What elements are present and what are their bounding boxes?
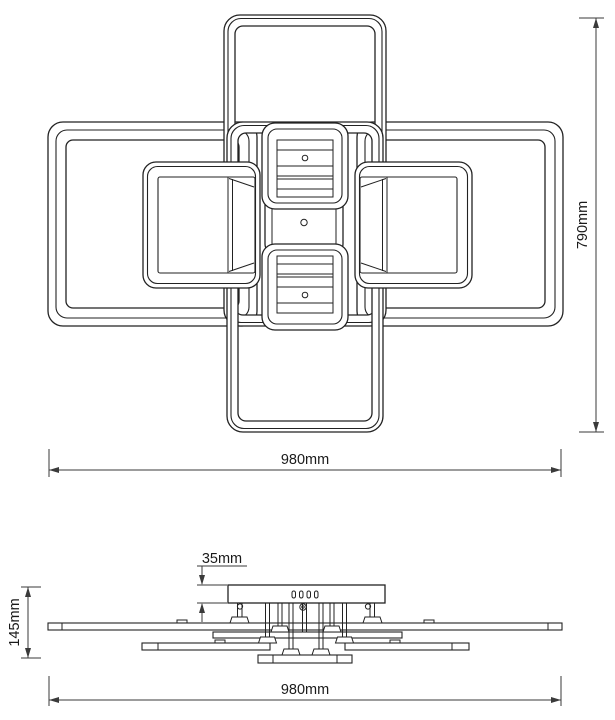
center-hub — [261, 122, 349, 331]
bar-connector-tab — [423, 619, 435, 624]
rod-foot — [229, 616, 250, 624]
frame-top-vertical — [223, 14, 387, 327]
hub-screw-hole — [301, 291, 309, 299]
canopy-vent-slots — [291, 590, 319, 599]
hub-square-top-panel — [276, 139, 334, 198]
dim-width-980-side: 980mm — [48, 676, 562, 706]
frame-bottom-vertical-midline — [230, 124, 380, 430]
arrow-up-icon — [25, 587, 31, 597]
panel-bevel-line — [360, 178, 387, 188]
frame-bottom-vertical-ring — [226, 121, 384, 433]
side-view: 35mm 145mm 980mm — [7, 551, 563, 706]
vent-slot — [299, 590, 304, 599]
rod-foot — [281, 648, 301, 656]
hub-screw-hole — [300, 218, 308, 227]
dim-label-height-side-view: 145mm — [7, 598, 23, 646]
rod-foot — [311, 648, 331, 656]
rod-foot — [322, 625, 342, 633]
hub-square-top — [261, 122, 349, 210]
bar-medium-frame-right — [344, 642, 470, 651]
canopy-screw — [301, 605, 305, 609]
arrow-right-icon — [551, 697, 561, 703]
canopy — [227, 584, 386, 611]
arrow-down-icon — [593, 422, 599, 432]
vent-slot — [306, 590, 311, 599]
dim-height-790: 790mm — [575, 17, 604, 433]
arrow-up-icon — [593, 18, 599, 28]
frame-top-vertical-midline — [227, 17, 383, 324]
bar-connector-tab — [214, 639, 226, 644]
vent-slot — [314, 590, 319, 599]
hub-square-top-midline — [267, 128, 343, 204]
arrow-down-icon — [25, 648, 31, 658]
canopy-screw — [299, 603, 307, 611]
arrow-right-icon — [551, 467, 561, 473]
dim-canopy-35: 35mm — [197, 551, 247, 622]
arrow-down-icon — [199, 575, 205, 585]
rod-foot — [334, 636, 355, 644]
frame-right-medium — [354, 161, 473, 289]
hub-square-bottom — [261, 243, 349, 331]
dim-label-canopy: 35mm — [202, 551, 242, 567]
frame-left-medium-panel — [157, 176, 256, 274]
arrow-left-icon — [49, 697, 59, 703]
hub-square-bottom-midline — [267, 249, 343, 325]
dim-label-height-top-view: 790mm — [575, 201, 591, 249]
panel-bevel-line — [228, 262, 255, 272]
frame-bottom-vertical — [226, 121, 384, 433]
bar-hub-square — [257, 654, 353, 664]
arrow-left-icon — [49, 467, 59, 473]
bar-large-frames — [47, 622, 563, 631]
arrow-up-icon — [199, 603, 205, 613]
dim-label-width-side-view: 980mm — [281, 682, 329, 698]
rod-foot — [270, 625, 290, 633]
panel-bevel-line — [228, 178, 255, 188]
frame-right-medium-panel — [359, 176, 458, 274]
canopy-screw — [364, 603, 372, 610]
panel-bevel-line — [360, 262, 387, 272]
dim-height-145: 145mm — [7, 586, 41, 659]
vent-slot — [291, 590, 296, 599]
dim-width-980-top: 980mm — [48, 449, 562, 477]
frame-right-large-midline — [364, 129, 556, 319]
canopy-screw — [236, 603, 244, 610]
dim-label-width-top-view: 980mm — [281, 452, 329, 468]
bar-connector-tab — [389, 639, 401, 644]
frame-left-medium — [142, 161, 261, 289]
rod-foot — [257, 636, 278, 644]
bar-connector-tab — [176, 619, 188, 624]
top-view: 790mm 980mm — [47, 14, 604, 477]
hub-screw-hole — [301, 154, 309, 162]
hub-square-bottom-panel — [276, 255, 334, 314]
bar-medium-frame-left — [141, 642, 271, 651]
frame-bars — [47, 619, 563, 664]
frame-top-vertical-ring — [223, 14, 387, 327]
rod-foot — [362, 616, 383, 624]
mounting-rods — [229, 603, 383, 656]
bar-vertical-frames — [212, 631, 403, 639]
